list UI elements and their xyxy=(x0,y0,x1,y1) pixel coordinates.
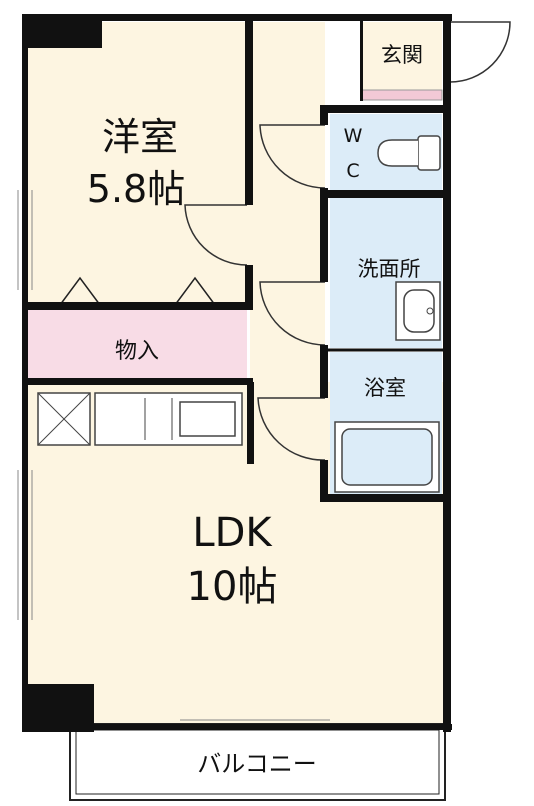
storage-floor xyxy=(25,310,247,382)
washbasin-bowl xyxy=(403,289,435,333)
window-marks xyxy=(17,190,330,721)
wc-label-w: W xyxy=(344,125,363,147)
sink-basin xyxy=(179,401,236,437)
western-room-name: 洋室 xyxy=(102,115,178,159)
toilet-bowl xyxy=(377,139,418,167)
kitchen-counter xyxy=(94,392,243,446)
door-swing-wc xyxy=(259,124,326,189)
door-swing-ldk xyxy=(257,397,326,461)
balcony-outline xyxy=(69,723,446,801)
washbasin-drain xyxy=(426,307,434,315)
western-room-size: 5.8帖 xyxy=(87,167,185,211)
bathroom-name: 浴室 xyxy=(364,376,406,400)
door-swing-entrance xyxy=(449,21,511,83)
bathtub-inner xyxy=(341,428,433,486)
entrance-floor xyxy=(362,22,442,100)
door-swing-western xyxy=(184,204,248,266)
closet-door-left xyxy=(59,276,101,306)
fridge-cross-b xyxy=(37,392,91,446)
entrance-name: 玄関 xyxy=(381,43,423,67)
balcony-name: バルコニー xyxy=(197,750,317,778)
wc-label-c: C xyxy=(346,160,359,182)
door-swing-washroom xyxy=(259,281,326,346)
entrance-step xyxy=(361,89,443,101)
storage-name: 物入 xyxy=(115,339,159,364)
closet-door-right xyxy=(174,276,216,306)
toilet-tank xyxy=(417,135,441,171)
walls xyxy=(22,14,452,732)
western-room-floor xyxy=(25,22,250,305)
ldk-name: LDK xyxy=(192,510,273,556)
ldk-size: 10帖 xyxy=(187,564,278,610)
washroom-name: 洗面所 xyxy=(358,257,421,281)
